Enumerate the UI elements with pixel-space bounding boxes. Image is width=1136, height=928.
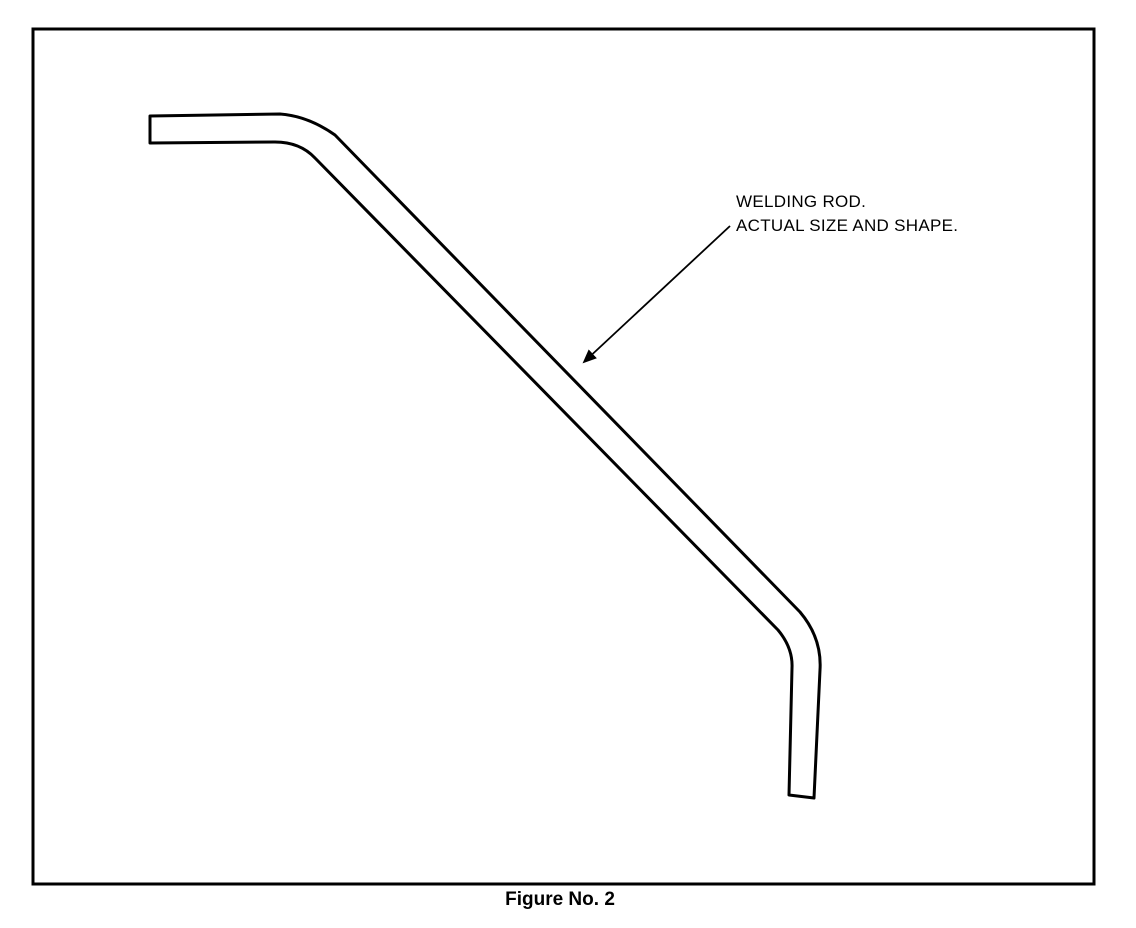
- annotation-line-1: WELDING ROD.: [736, 192, 866, 211]
- annotation-leader-arrow: [582, 225, 731, 364]
- welding-rod-outline: [148, 112, 822, 800]
- diagram-border: [31, 27, 1096, 886]
- annotation-line-2: ACTUAL SIZE AND SHAPE.: [736, 216, 958, 235]
- figure-caption: Figure No. 2: [505, 889, 615, 910]
